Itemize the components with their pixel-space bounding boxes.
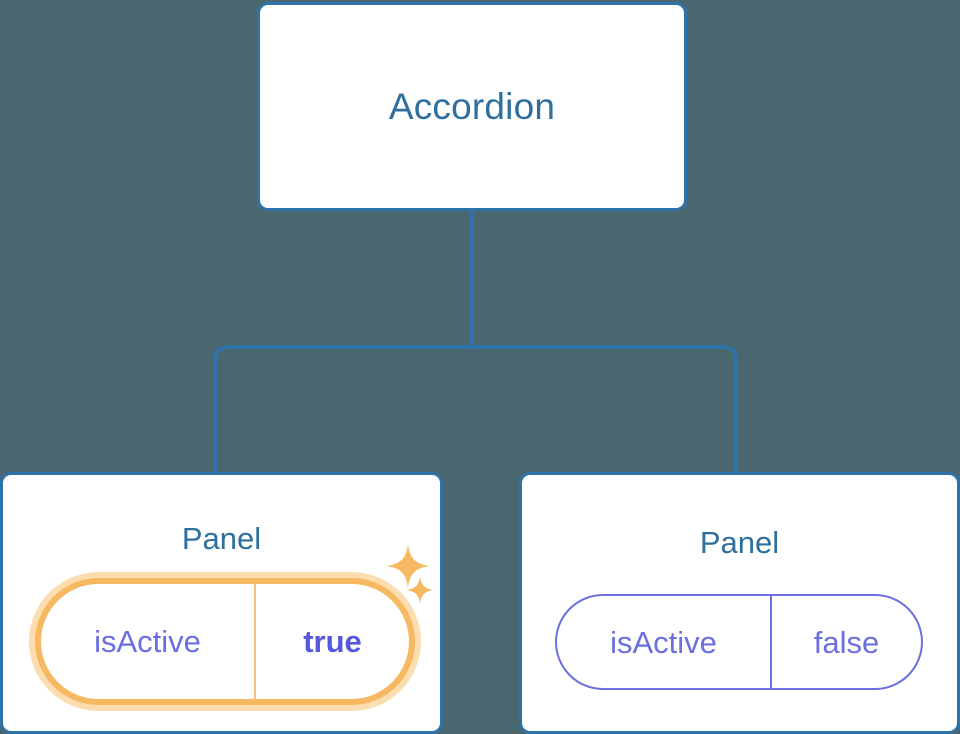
prop-value-cell: true: [256, 584, 409, 699]
prop-pill-isactive-false[interactable]: isActive false: [555, 594, 923, 690]
connector-branch-right: [472, 345, 738, 472]
prop-key-cell: isActive: [41, 584, 256, 699]
node-panel-left-title: Panel: [181, 521, 262, 556]
prop-value-cell: false: [772, 596, 921, 688]
prop-key-cell: isActive: [557, 596, 772, 688]
prop-key-label: isActive: [610, 624, 717, 660]
prop-pill-isactive-true[interactable]: isActive true: [35, 578, 415, 705]
prop-key-label: isActive: [94, 624, 201, 659]
prop-value-label: true: [303, 624, 362, 659]
node-panel-right-title: Panel: [699, 525, 780, 560]
node-accordion[interactable]: Accordion: [257, 2, 687, 211]
connector-branch-left: [213, 345, 472, 472]
node-accordion-title: Accordion: [388, 86, 556, 127]
prop-value-label: false: [813, 624, 880, 660]
